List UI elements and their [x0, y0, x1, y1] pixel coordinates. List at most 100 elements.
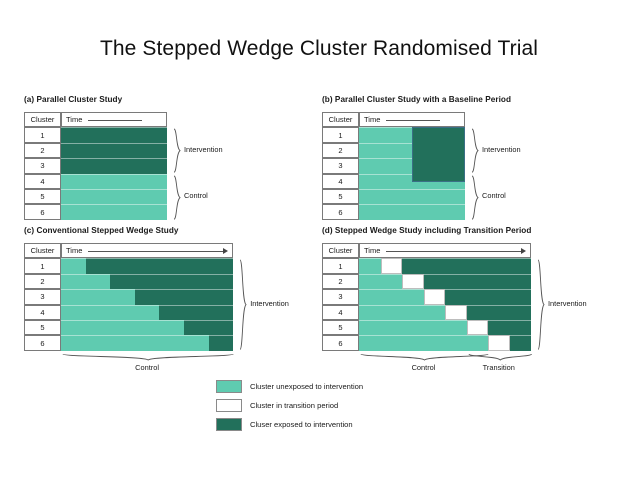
- cluster-label-cell: 5: [322, 320, 359, 336]
- period-cell-unexposed: [61, 258, 86, 274]
- period-cell-unexposed: [359, 335, 381, 351]
- period-cell-unexposed: [412, 189, 439, 205]
- period-cell-exposed: [159, 273, 184, 290]
- cluster-label-cell: 1: [24, 258, 61, 274]
- period-cell-exposed: [159, 289, 184, 305]
- period-cell-unexposed: [85, 320, 111, 336]
- table-row: 5: [322, 320, 531, 336]
- period-cell-unexposed: [359, 304, 381, 320]
- period-cell-exposed: [110, 258, 135, 274]
- period-cell-unexposed: [85, 273, 111, 290]
- period-cells: [359, 273, 531, 290]
- period-cell-exposed: [159, 304, 184, 320]
- period-cells: [359, 335, 531, 351]
- period-cell-exposed: [159, 258, 184, 274]
- period-cell-exposed: [509, 289, 531, 305]
- period-cells: [61, 320, 234, 336]
- period-cell-unexposed: [61, 173, 88, 189]
- cluster-label-cell: 4: [24, 173, 61, 189]
- period-cell-unexposed: [423, 320, 445, 336]
- period-cell-exposed: [208, 335, 234, 351]
- time-axis-line: [88, 250, 225, 252]
- brace-label-control: Control: [135, 362, 159, 372]
- time-axis-line: [386, 119, 440, 121]
- period-cell-exposed: [114, 158, 141, 174]
- period-cell-exposed: [183, 289, 209, 305]
- period-cell-exposed: [208, 273, 234, 290]
- header-cluster: Cluster: [322, 112, 359, 128]
- cluster-label-cell: 1: [24, 127, 61, 143]
- period-cell-unexposed: [114, 204, 141, 220]
- period-cell-unexposed: [87, 204, 114, 220]
- period-cell-exposed: [208, 320, 234, 336]
- table-row: 5: [322, 189, 465, 205]
- cluster-label-cell: 6: [322, 204, 359, 220]
- header-time-label: Time: [364, 115, 381, 125]
- brace-bottom: [62, 353, 234, 361]
- period-cells: [61, 189, 167, 205]
- period-cell-exposed: [208, 289, 234, 305]
- panel-d: (d) Stepped Wedge Study including Transi…: [322, 226, 638, 372]
- period-cell-unexposed: [359, 204, 386, 220]
- table-row: 3: [24, 289, 234, 305]
- header-time: Time: [61, 243, 234, 259]
- table-row: 2: [24, 273, 234, 290]
- header-time-label: Time: [364, 246, 381, 256]
- cluster-label-cell: 1: [322, 258, 359, 274]
- period-cell-exposed: [183, 304, 209, 320]
- header-time: Time: [359, 243, 531, 259]
- period-cell-exposed: [61, 158, 88, 174]
- period-cell-exposed: [183, 320, 209, 336]
- table-row: 6: [24, 204, 167, 220]
- cluster-label-cell: 5: [24, 320, 61, 336]
- period-cell-exposed: [114, 127, 141, 143]
- table-row: 1: [322, 258, 531, 274]
- period-cell-exposed: [488, 304, 510, 320]
- brace-right: [173, 175, 181, 220]
- period-cell-unexposed: [85, 335, 111, 351]
- period-cell-unexposed: [134, 304, 160, 320]
- period-cell-exposed: [466, 273, 488, 290]
- period-cells: [61, 335, 234, 351]
- panel-d-title: (d) Stepped Wedge Study including Transi…: [322, 226, 532, 235]
- period-cell-exposed: [466, 304, 488, 320]
- brace-label-transition: Transition: [482, 362, 515, 372]
- period-cell-exposed: [445, 273, 467, 290]
- header-cluster: Cluster: [24, 112, 61, 128]
- brace-label-intervention: Intervention: [250, 299, 289, 309]
- period-cell-unexposed: [87, 173, 114, 189]
- table-row: 5: [24, 320, 234, 336]
- table-row: 5: [24, 189, 167, 205]
- cluster-label-cell: 3: [322, 289, 359, 305]
- header-time: Time: [61, 112, 167, 128]
- period-cell-exposed: [140, 142, 167, 159]
- period-cell-unexposed: [359, 142, 386, 159]
- brace-label-control: Control: [411, 362, 436, 372]
- table-row: 1: [24, 258, 234, 274]
- header-cluster: Cluster: [24, 243, 61, 259]
- cluster-label-cell: 2: [322, 142, 359, 159]
- legend-label: Cluster unexposed to intervention: [250, 381, 364, 391]
- period-cell-exposed: [87, 142, 114, 159]
- period-cells: [61, 142, 167, 159]
- period-cells: [359, 189, 465, 205]
- period-cell-unexposed: [85, 304, 111, 320]
- cluster-label-cell: 3: [24, 289, 61, 305]
- period-cell-unexposed: [402, 320, 424, 336]
- period-cell-unexposed: [445, 335, 467, 351]
- cluster-label-cell: 6: [322, 335, 359, 351]
- panel-a-title: (a) Parallel Cluster Study: [24, 95, 123, 104]
- period-cell-exposed: [134, 258, 160, 274]
- brace-right: [173, 128, 181, 174]
- header-cluster: Cluster: [322, 243, 359, 259]
- period-cells: [61, 127, 167, 143]
- period-cell-unexposed: [380, 273, 402, 290]
- period-cell-exposed: [61, 142, 88, 159]
- period-cell-exposed: [466, 289, 488, 305]
- period-cell-unexposed: [183, 335, 209, 351]
- period-cell-unexposed: [134, 335, 160, 351]
- period-cells: [359, 304, 531, 320]
